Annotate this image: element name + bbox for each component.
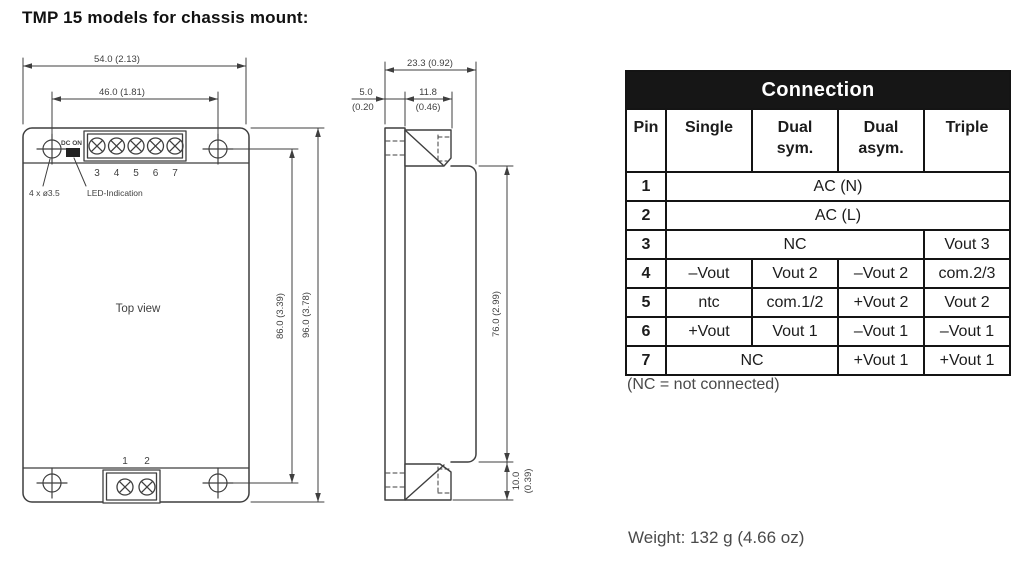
dim-flange-and-block [351, 91, 453, 129]
value-cell: Vout 1 [751, 316, 839, 347]
col-header-dual-asym: Dual asym. [837, 108, 925, 173]
value-cell: NC [665, 229, 925, 260]
mounting-holes-label: 4 x ø3.5 [29, 188, 60, 198]
led-indicator [66, 148, 80, 157]
pin-cell: 5 [625, 287, 667, 318]
led-leader-line [73, 157, 87, 187]
dim-label-10: 10.0 [511, 472, 522, 491]
dim-label-86: 86.0 (3.39) [275, 293, 286, 339]
pin-cell: 2 [625, 200, 667, 231]
top-view-drawing [22, 57, 325, 504]
side-top-block [385, 129, 452, 167]
col-header-pin: Pin [625, 108, 667, 173]
case-body-profile [450, 165, 477, 463]
pin-number: 6 [153, 168, 159, 179]
pin-number: 5 [133, 168, 139, 179]
led-indication-label: LED-Indication [87, 188, 143, 198]
dim-depth [384, 61, 477, 165]
col-header-text: asym. [858, 140, 904, 157]
table-row: 1 AC (N) [625, 171, 1011, 202]
table-row: 2 AC (L) [625, 200, 1011, 231]
screw-terminal-icons [88, 137, 184, 155]
value-cell: +Vout 1 [923, 345, 1011, 376]
dim-label-5-inch: (0.20 [352, 102, 374, 113]
table-row: 6 +Vout Vout 1 –Vout 1 –Vout 1 [625, 316, 1011, 347]
dim-label-96: 96.0 (3.78) [301, 292, 312, 338]
col-header-triple: Triple [923, 108, 1011, 173]
weight-note: Weight: 132 g (4.66 oz) [628, 528, 805, 547]
value-cell: +Vout 2 [837, 287, 925, 318]
col-header-single: Single [665, 108, 753, 173]
col-header-text: Pin [633, 119, 659, 136]
table-row: 5 ntc com.1/2 +Vout 2 Vout 2 [625, 287, 1011, 318]
top-pin-numbers: 3 4 5 6 7 [94, 168, 178, 179]
flange-plate [384, 127, 406, 501]
hole-leader-line [42, 158, 51, 187]
mechanical-drawing: 54.0 (2.13) 46.0 (1.81) 86.0 (3.39) 96.0… [22, 54, 534, 504]
value-cell: –Vout 1 [923, 316, 1011, 347]
col-header-dual-sym: Dual sym. [751, 108, 839, 173]
pin-number: 4 [114, 168, 120, 179]
value-cell: AC (N) [665, 171, 1011, 202]
col-header-text: Dual [777, 119, 813, 136]
dim-height-holes [229, 148, 299, 484]
mounting-holes [36, 133, 234, 499]
pin-cell: 3 [625, 229, 667, 260]
pin-cell: 1 [625, 171, 667, 202]
dim-label-118-inch: (0.46) [416, 102, 441, 113]
connection-table-section: Connection Pin Single Dual sym. Dual asym.… [625, 70, 1011, 393]
value-cell: NC [665, 345, 839, 376]
connection-table: Connection Pin Single Dual sym. Dual asym.… [625, 70, 1011, 376]
nc-note: (NC = not connected) [627, 376, 780, 393]
page-title: TMP 15 models for chassis mount: [22, 8, 309, 27]
value-cell: Vout 2 [751, 258, 839, 289]
value-cell: ntc [665, 287, 753, 318]
value-cell: com.2/3 [923, 258, 1011, 289]
dim-width-holes [51, 91, 219, 137]
dim-width-outer [22, 57, 247, 125]
table-row: 3 NC Vout 3 [625, 229, 1011, 260]
bottom-terminal-block [102, 469, 161, 504]
pin-cell: 4 [625, 258, 667, 289]
pin-number: 3 [94, 168, 100, 179]
pin-number: 7 [172, 168, 178, 179]
top-view-label: Top view [116, 303, 161, 315]
col-header-text: sym. [776, 140, 814, 157]
col-header-text: Single [684, 119, 733, 136]
dim-label-5: 5.0 [359, 87, 372, 98]
side-view-drawing [351, 61, 514, 501]
value-cell: –Vout 2 [837, 258, 925, 289]
pin-cell: 7 [625, 345, 667, 376]
dim-label-23: 23.3 (0.92) [407, 58, 453, 69]
bottom-pin-numbers: 1 2 [122, 456, 150, 467]
value-cell: Vout 2 [923, 287, 1011, 318]
dim-block-height [452, 461, 514, 501]
pin-cell: 6 [625, 316, 667, 347]
value-cell: AC (L) [665, 200, 1011, 231]
dim-label-76: 76.0 (2.99) [491, 291, 502, 337]
dim-label-118: 11.8 [419, 87, 437, 98]
table-title: Connection [625, 70, 1011, 110]
dim-label-46: 46.0 (1.81) [99, 87, 145, 98]
value-cell: Vout 3 [923, 229, 1011, 260]
chassis-body-outline [22, 127, 250, 503]
col-header-text: Dual [863, 119, 899, 136]
dc-on-label: DC ON [61, 140, 82, 147]
top-terminal-block [83, 130, 187, 162]
value-cell: com.1/2 [751, 287, 839, 318]
col-header-text: Triple [945, 119, 989, 136]
value-cell: –Vout [665, 258, 753, 289]
dim-height-outer [250, 127, 325, 503]
value-cell: +Vout 1 [837, 345, 925, 376]
screw-terminal-icons [116, 478, 156, 496]
dim-label-54: 54.0 (2.13) [94, 54, 140, 65]
table-row: 7 NC +Vout 1 +Vout 1 [625, 345, 1011, 376]
table-row: 4 –Vout Vout 2 –Vout 2 com.2/3 [625, 258, 1011, 289]
value-cell: –Vout 1 [837, 316, 925, 347]
side-bottom-block [385, 463, 452, 501]
value-cell: +Vout [665, 316, 753, 347]
pin-number: 2 [144, 456, 150, 467]
pin-number: 1 [122, 456, 128, 467]
dim-label-10-inch: (0.39) [523, 469, 534, 494]
